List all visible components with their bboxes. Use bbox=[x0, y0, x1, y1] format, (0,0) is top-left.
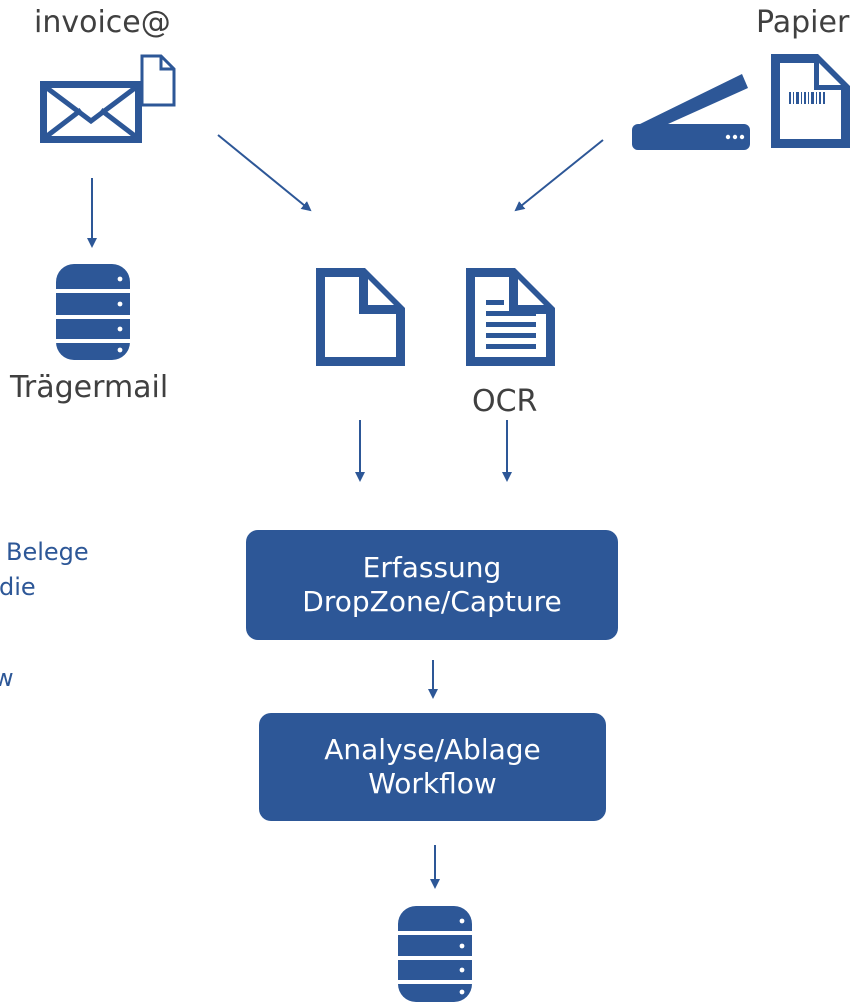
mail-store-label: Trägermail bbox=[10, 370, 169, 405]
analysis-step-subtitle: Workflow bbox=[368, 767, 497, 800]
paper-source-label: Papier bbox=[756, 5, 850, 40]
analysis-step-box: Analyse/Ablage Workflow bbox=[259, 713, 606, 821]
archive-database-icon bbox=[398, 906, 472, 1002]
side-note-line-3: w bbox=[0, 664, 14, 692]
text-document-icon bbox=[466, 268, 555, 366]
capture-step-title: Erfassung bbox=[362, 550, 502, 584]
email-source-label: invoice@ bbox=[34, 5, 171, 40]
scanner-icon bbox=[632, 74, 750, 150]
arrow-mail-to-document bbox=[217, 134, 312, 212]
side-note-line-1: Belege bbox=[6, 538, 89, 566]
capture-step-box: Erfassung DropZone/Capture bbox=[246, 530, 618, 640]
barcode-document-icon bbox=[771, 54, 850, 148]
capture-step-subtitle: DropZone/Capture bbox=[302, 585, 562, 618]
analysis-step-title: Analyse/Ablage bbox=[324, 732, 541, 766]
document-icon bbox=[316, 268, 405, 366]
ocr-label: OCR bbox=[472, 384, 538, 419]
database-icon bbox=[56, 264, 130, 360]
envelope-with-document-icon bbox=[40, 54, 176, 143]
side-note-line-2: die bbox=[0, 573, 36, 601]
arrow-scanner-to-ocr bbox=[514, 139, 604, 212]
